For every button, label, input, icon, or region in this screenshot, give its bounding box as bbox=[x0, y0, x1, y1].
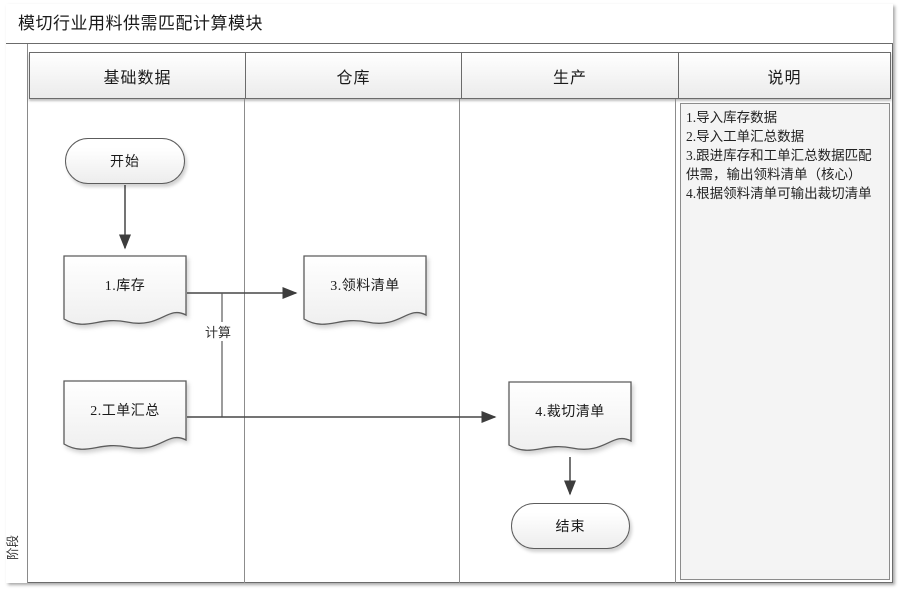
swimlane-header-row: 基础数据 仓库 生产 说明 bbox=[29, 52, 891, 99]
notes-panel: 1.导入库存数据 2.导入工单汇总数据 3.跟进库存和工单汇总数据匹配供需，输出… bbox=[680, 103, 890, 580]
lane-header-production: 生产 bbox=[461, 53, 678, 98]
connector-label-calculate: 计算 bbox=[203, 322, 234, 341]
start-node-label: 开始 bbox=[110, 155, 140, 170]
start-node: 开始 bbox=[65, 138, 185, 184]
lane-header-notes: 说明 bbox=[678, 53, 890, 98]
end-node: 结束 bbox=[511, 503, 630, 549]
note-item-1: 1.导入库存数据 bbox=[686, 110, 778, 125]
note-item-2: 2.导入工单汇总数据 bbox=[686, 129, 805, 144]
note-item-4: 4.根据领料清单可输出裁切清单 bbox=[686, 186, 872, 201]
page-title: 模切行业用料供需匹配计算模块 bbox=[6, 4, 893, 44]
work-order-summary-node-label: 2.工单汇总 bbox=[90, 404, 160, 419]
lane-divider-3 bbox=[675, 99, 676, 583]
end-node-label: 结束 bbox=[555, 520, 586, 535]
lane-divider-2 bbox=[459, 99, 460, 583]
lane-header-warehouse: 仓库 bbox=[245, 53, 461, 98]
note-item-3: 3.跟进库存和工单汇总数据匹配供需，输出领料清单（核心） bbox=[686, 148, 872, 182]
cutting-list-node-label: 4.裁切清单 bbox=[535, 405, 605, 420]
phase-label-text: 阶段 bbox=[6, 534, 21, 561]
phase-column bbox=[6, 44, 28, 583]
inventory-node-label: 1.库存 bbox=[104, 279, 146, 294]
phase-column-label: 阶段 bbox=[6, 4, 28, 579]
lane-header-basic-data: 基础数据 bbox=[103, 69, 172, 87]
picking-list-node-label: 3.领料清单 bbox=[330, 279, 400, 294]
lane-divider-1 bbox=[244, 99, 245, 583]
